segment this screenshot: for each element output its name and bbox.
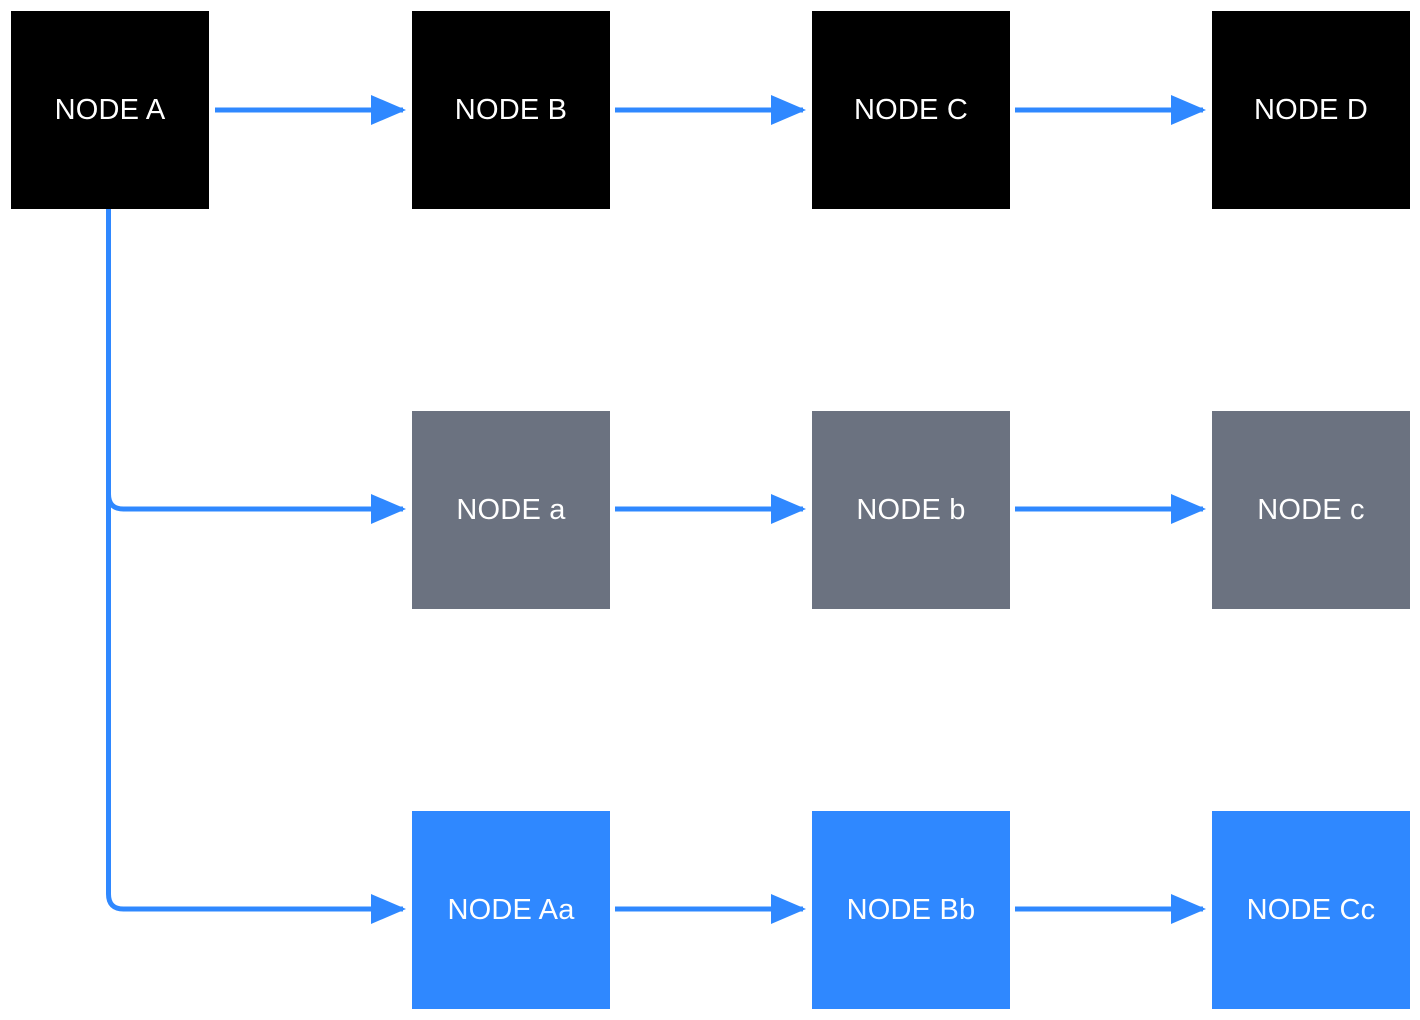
node-bb-label: NODE Bb bbox=[846, 893, 976, 926]
node-b-label: NODE B bbox=[454, 93, 568, 126]
node-lower-c[interactable]: NODE c bbox=[1212, 411, 1410, 609]
edge-a-to-lower-aa bbox=[106, 209, 406, 924]
node-bb[interactable]: NODE Bb bbox=[812, 811, 1010, 1009]
node-aa-label: NODE Aa bbox=[447, 893, 575, 926]
node-cc[interactable]: NODE Cc bbox=[1212, 811, 1410, 1009]
node-lower-a[interactable]: NODE a bbox=[412, 411, 610, 609]
node-c[interactable]: NODE C bbox=[812, 11, 1010, 209]
node-lower-b-label: NODE b bbox=[856, 493, 966, 526]
node-a-label: NODE A bbox=[54, 93, 166, 126]
node-cc-label: NODE Cc bbox=[1246, 893, 1376, 926]
node-lower-a-label: NODE a bbox=[456, 493, 566, 526]
node-d-label: NODE D bbox=[1254, 93, 1368, 126]
node-lower-b[interactable]: NODE b bbox=[812, 411, 1010, 609]
node-b[interactable]: NODE B bbox=[412, 11, 610, 209]
node-lower-c-label: NODE c bbox=[1257, 493, 1365, 526]
node-d[interactable]: NODE D bbox=[1212, 11, 1410, 209]
edge-a-to-lower-a bbox=[106, 209, 406, 524]
node-a[interactable]: NODE A bbox=[11, 11, 209, 209]
node-aa[interactable]: NODE Aa bbox=[412, 811, 610, 1009]
node-c-label: NODE C bbox=[854, 93, 968, 126]
